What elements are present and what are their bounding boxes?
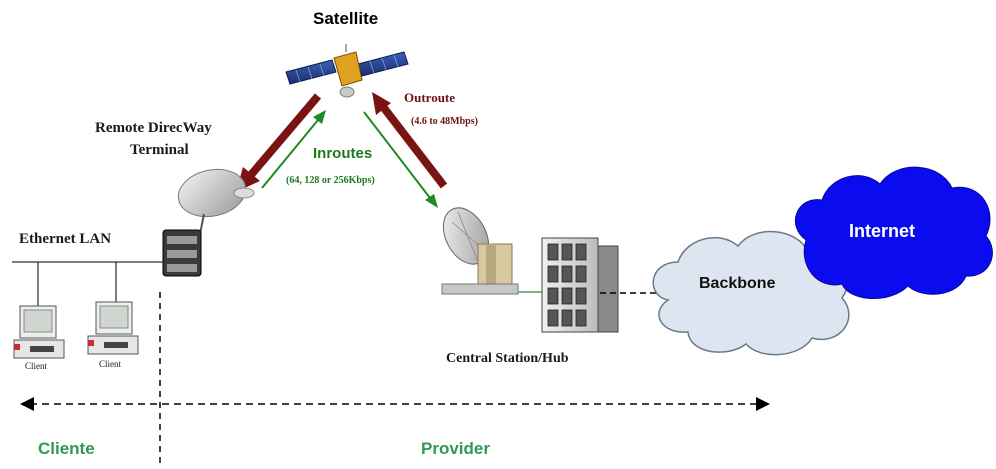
client-label: Client [25,361,47,371]
ethernet-lan-label: Ethernet LAN [19,231,112,247]
satellite-icon [285,44,409,98]
internet-label: Internet [849,221,916,241]
terminal-label-line2: Terminal [130,142,189,158]
zone-label-cliente: Cliente [38,439,95,458]
ethernet-lan-line [12,261,163,306]
indoor-unit-icon [162,229,202,277]
client-label: Client [99,359,121,369]
satellite-label: Satellite [313,9,379,28]
inroutes-rate-label: (64, 128 or 256Kbps) [286,175,375,186]
terminal-label-line1: Remote DirecWay [95,120,212,136]
span-arrow-right-head [756,397,770,411]
backbone-label: Backbone [699,275,776,292]
span-arrow-left-head [20,397,34,411]
zone-label-provider: Provider [421,439,490,458]
hub-building-icon [541,237,619,333]
inroute-arrows [261,110,438,208]
internet-cloud-icon [795,166,993,299]
outroute-label: Outroute [404,90,456,105]
inroutes-label: Inroutes [313,145,373,162]
hub-dish-icon [441,207,546,295]
central-station-label: Central Station/Hub [446,351,569,366]
client-computer-icon [13,305,65,359]
outroute-rate-label: (4.6 to 48Mbps) [411,116,478,127]
backbone-cloud-icon [652,230,850,356]
client-computer-icon [87,301,139,355]
